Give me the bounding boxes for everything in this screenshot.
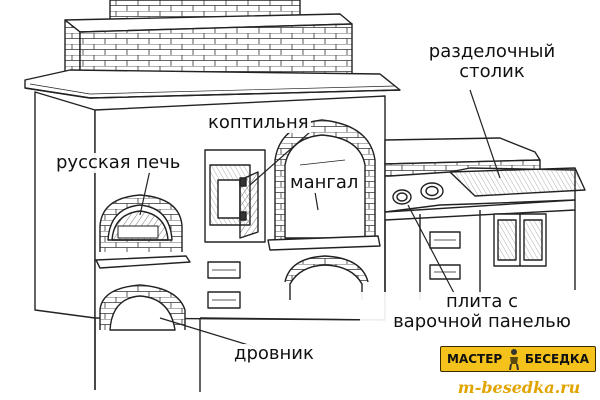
brand-logo: МАСТЕР БЕСЕДКА [440, 346, 596, 372]
label-cutting-table-line2: столик [459, 61, 525, 82]
label-smokehouse: коптильня [206, 112, 311, 133]
label-cutting-table-line1: разделочный [428, 41, 556, 62]
site-url: m-besedka.ru [457, 378, 581, 397]
logo-left-word: МАСТЕР [447, 352, 503, 366]
label-stove-line2: варочной панелью [393, 311, 571, 332]
label-grill: мангал [288, 172, 361, 193]
russian-oven [95, 194, 191, 269]
smokehouse [204, 149, 266, 309]
label-stove: плита с варочной панелью [360, 292, 600, 332]
right-wing [384, 137, 586, 300]
logo-right-word: БЕСЕДКА [524, 352, 589, 366]
chimney [64, 0, 353, 85]
leader-lines [139, 89, 501, 348]
roof-slab [24, 69, 401, 99]
label-woodshed: дровник [232, 343, 316, 364]
worker-figure-icon [507, 348, 521, 370]
label-cutting-table: разделочный столик [410, 42, 574, 82]
label-stove-line1: плита с [445, 291, 519, 312]
label-russian-oven: русская печь [54, 152, 183, 173]
